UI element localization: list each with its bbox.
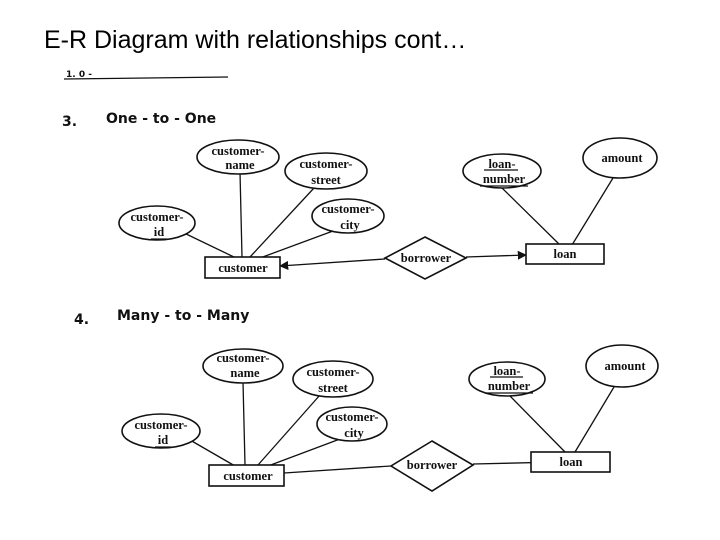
entity-customer-label: customer — [218, 261, 268, 275]
section-4-heading: Many - to - Many — [117, 308, 249, 324]
attr-customer-id — [118, 205, 196, 241]
line-borrower-customer-2 — [283, 465, 392, 474]
attr-customer-id-2-line2: id — [158, 433, 168, 447]
line-id-customer — [181, 231, 237, 259]
entity-loan-2-label: loan — [560, 455, 583, 469]
attr-loan-number — [462, 153, 542, 189]
arrow-borrower-customer — [279, 258, 386, 270]
attr-customer-street — [284, 152, 368, 190]
line-name-customer — [239, 171, 243, 258]
entity-customer — [204, 256, 281, 279]
section-3-heading: One - to - One — [106, 111, 216, 127]
entity-customer-2-label: customer — [223, 469, 273, 483]
attr-customer-city — [311, 198, 385, 234]
line-street-customer — [249, 187, 315, 258]
attr-loan-number-2 — [468, 361, 546, 397]
attr-customer-city-2-line1: customer- — [326, 410, 379, 424]
attr-customer-name-2 — [202, 348, 284, 384]
line-loannumber-loan — [499, 185, 561, 246]
attr-loan-number-2-line1: loan- — [493, 364, 520, 378]
line-amount-loan-2 — [574, 386, 615, 453]
entity-customer-2 — [208, 464, 285, 487]
attr-customer-street-line1: customer- — [300, 157, 353, 171]
line-name-customer-2 — [242, 381, 246, 466]
attr-loan-number-2-line2: number — [488, 379, 531, 393]
attr-amount-2-label: amount — [605, 359, 647, 373]
attr-customer-street-2-line2: street — [318, 381, 348, 395]
section-3-number: 3. — [62, 114, 77, 130]
entity-loan-label: loan — [554, 247, 577, 261]
fragment-rule — [63, 76, 229, 80]
section-many-to-many: 4. Many - to - Many customer- name custo… — [74, 308, 659, 492]
attr-customer-name-2-line2: name — [230, 366, 260, 380]
relationship-borrower — [383, 236, 468, 280]
relationship-borrower-2 — [389, 440, 475, 492]
attr-customer-id-2-line1: customer- — [135, 418, 188, 432]
section-one-to-one: 3. One - to - One customer- name custome… — [62, 111, 658, 280]
line-loannumber-loan-2 — [507, 393, 566, 453]
line-city-customer-2 — [267, 438, 341, 467]
relationship-borrower-2-label: borrower — [407, 458, 458, 472]
relationship-borrower-label: borrower — [401, 251, 452, 265]
attr-customer-street-2-line1: customer- — [307, 365, 360, 379]
section-4-number: 4. — [74, 312, 89, 328]
arrow-borrower-loan — [465, 250, 527, 260]
attr-loan-number-line2: number — [483, 172, 526, 186]
attr-amount-label: amount — [602, 151, 644, 165]
attr-customer-id-line2: id — [154, 225, 164, 239]
attr-customer-id-2 — [121, 413, 201, 449]
attr-customer-street-line2: street — [311, 173, 341, 187]
line-city-customer — [259, 230, 334, 259]
attr-loan-number-line1: loan- — [488, 157, 515, 171]
attr-customer-city-2 — [316, 406, 388, 442]
attr-customer-name-line2: name — [225, 158, 255, 172]
attr-customer-id-line1: customer- — [131, 210, 184, 224]
line-amount-loan — [571, 177, 614, 246]
line-id-customer-2 — [189, 439, 236, 467]
fragment-text: 1. 0 - — [66, 70, 92, 80]
attr-amount — [582, 137, 658, 179]
slide-title: E-R Diagram with relationships cont… — [44, 26, 467, 54]
entity-loan — [525, 243, 605, 265]
attr-customer-city-2-line2: city — [344, 426, 364, 440]
attr-customer-street-2 — [292, 360, 374, 398]
attr-customer-city-line2: city — [340, 218, 360, 232]
attr-customer-name — [196, 139, 280, 175]
attr-customer-city-line1: customer- — [322, 202, 375, 216]
attr-customer-name-2-line1: customer- — [217, 351, 270, 365]
attr-customer-name-line1: customer- — [212, 144, 265, 158]
entity-loan-2 — [530, 451, 611, 473]
line-street-customer-2 — [257, 394, 321, 466]
attr-amount-2 — [585, 344, 659, 388]
